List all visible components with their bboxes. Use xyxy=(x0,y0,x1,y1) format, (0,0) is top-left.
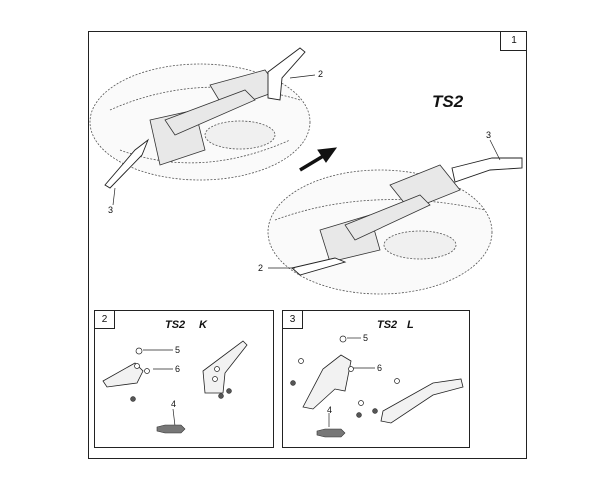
grease-tube xyxy=(316,428,346,438)
bolts xyxy=(298,335,400,406)
callout-6: 6 xyxy=(377,363,383,373)
callout-5: 5 xyxy=(175,345,181,355)
panel-k-art xyxy=(102,340,248,434)
callout-3-right: 3 xyxy=(486,130,492,140)
bolts xyxy=(134,347,220,382)
panel-title-variant: K xyxy=(199,319,207,331)
callout-5: 5 xyxy=(363,333,369,343)
knife-holder-left xyxy=(102,362,144,388)
sheet-number: 1 xyxy=(500,31,527,51)
panel-title-model: TS2 xyxy=(377,319,398,331)
panel-number: 2 xyxy=(95,311,115,329)
nuts xyxy=(290,380,378,418)
knife-bottom-right xyxy=(291,157,523,276)
nuts xyxy=(130,388,232,402)
knife-top-left xyxy=(104,47,306,189)
panel-ts2-k: 2 TS2 K 5 6 4 xyxy=(94,310,274,448)
panel-l-art xyxy=(290,335,464,438)
leader-lines xyxy=(112,74,501,269)
direction-arrow xyxy=(299,147,338,172)
panel-ts2-l: 3 TS2 L 5 6 4 xyxy=(282,310,470,448)
grease-tube xyxy=(156,424,186,434)
panel-title-model: TS2 xyxy=(165,319,186,331)
callout-4: 4 xyxy=(327,405,333,415)
model-title: TS2 xyxy=(432,92,464,111)
knife-holder-right xyxy=(380,378,464,424)
callout-2-top: 2 xyxy=(318,69,324,79)
callout-6: 6 xyxy=(175,364,181,374)
knife-holder-left xyxy=(302,354,352,410)
knife-holder-right xyxy=(202,340,248,394)
panel-number: 3 xyxy=(283,311,303,329)
panel-title-variant: L xyxy=(407,319,414,331)
callout-3-left: 3 xyxy=(108,205,114,215)
frame-parts-bottom-right xyxy=(319,164,461,263)
callout-2-bottom: 2 xyxy=(258,263,264,273)
callout-4: 4 xyxy=(171,399,177,409)
